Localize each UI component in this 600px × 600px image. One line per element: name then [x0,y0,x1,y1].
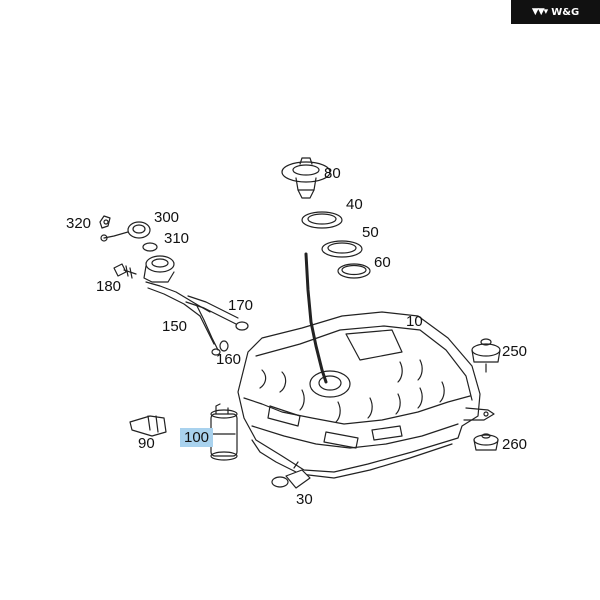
filler-neck-part [143,255,249,356]
callout-170: 170 [228,297,254,314]
fuel-pump-part [210,403,238,461]
callout-40: 40 [346,196,363,213]
callout-60: 60 [374,254,391,271]
bolt-180-part [113,263,137,279]
callout-310: 310 [164,230,190,247]
callout-30: 30 [296,491,313,508]
seal-ring-160 [219,340,229,352]
callout-260: 260 [502,436,528,453]
clip-320-part [99,215,111,229]
brand-logo: ▼▼▾ W&G [511,0,600,24]
gasket-ring-50 [321,240,363,258]
sensor-90-part [129,415,167,437]
callout-160: 160 [216,351,242,368]
wing-mark-icon: ▼▼▾ [531,7,548,17]
fuel-tank-part [237,311,495,479]
sender-probe-part [304,252,328,384]
mount-260-part [473,433,499,451]
callout-90: 90 [138,435,155,452]
callout-80: 80 [324,165,341,182]
callout-10: 10 [406,313,423,330]
callout-180: 180 [96,278,122,295]
callout-320: 320 [66,215,92,232]
callout-50: 50 [362,224,379,241]
mount-250-part [471,338,501,373]
brand-logo-text: W&G [551,6,580,18]
flange-part [281,157,331,199]
fuel-cap-part [100,221,151,242]
gasket-ring-60 [337,263,371,279]
cap-ring-310 [142,242,158,252]
callout-100-highlighted: 100 [180,428,214,447]
gasket-ring-40 [301,211,343,229]
callout-250: 250 [502,343,528,360]
valve-30-part [271,461,311,489]
callout-150: 150 [162,318,188,335]
callout-300: 300 [154,209,180,226]
